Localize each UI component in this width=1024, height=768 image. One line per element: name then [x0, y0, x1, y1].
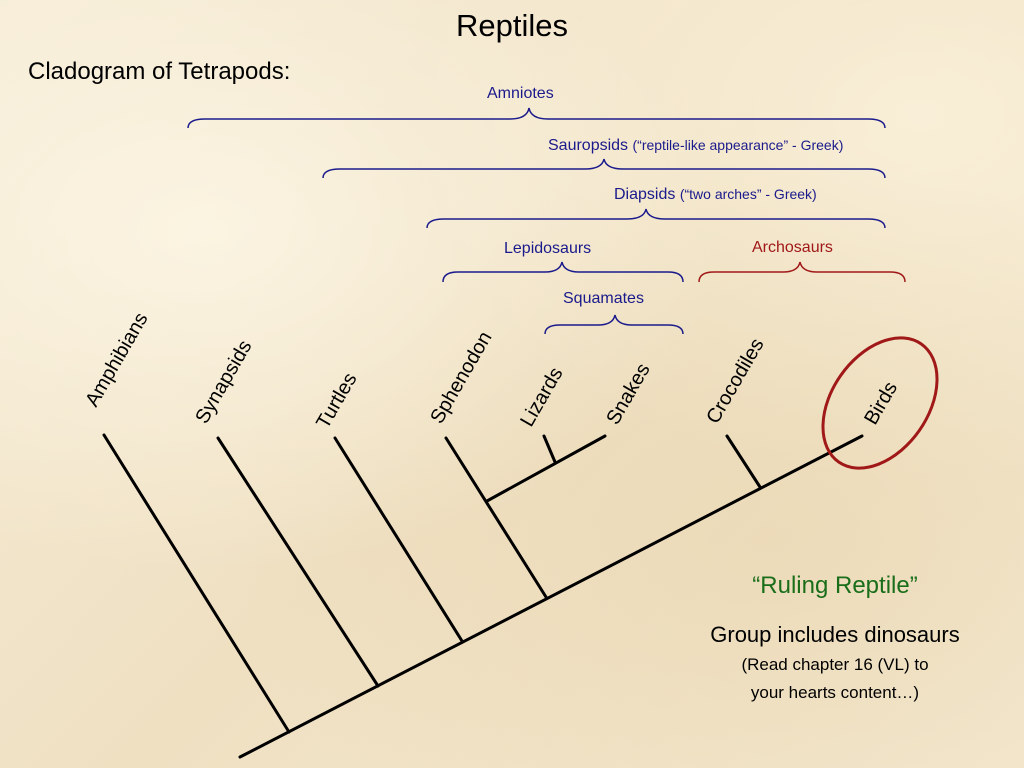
page-title: Reptiles	[456, 8, 568, 43]
lizards-branch	[542, 434, 557, 464]
archosaurs-brace	[698, 261, 906, 283]
crocodiles-branch	[725, 434, 762, 489]
lepidosaurs-brace	[442, 261, 684, 283]
sauropsids-label: Sauropsids (“reptile-like appearance” - …	[548, 137, 843, 155]
reading-note-line2: your hearts content…)	[750, 683, 920, 702]
sphenodon-branch	[444, 436, 548, 599]
synapsids-branch	[216, 436, 380, 688]
sauropsids-note: (“reptile-like appearance” - Greek)	[632, 137, 844, 153]
taxon-crocodiles: Crocodiles	[702, 335, 768, 428]
sauropsids-brace	[322, 158, 886, 179]
diapsids-label: Diapsids (“two arches” - Greek)	[614, 186, 817, 204]
diapsids-name: Diapsids	[614, 186, 676, 203]
taxon-turtles: Turtles	[312, 369, 361, 432]
taxon-snakes: Snakes	[602, 360, 654, 429]
squamates-node	[485, 434, 607, 503]
cladogram-subtitle: Cladogram of Tetrapods:	[28, 58, 291, 85]
sauropsids-name: Sauropsids	[548, 137, 629, 154]
lepidosaurs-label: Lepidosaurs	[504, 240, 592, 257]
archosaurs-label: Archosaurs	[752, 239, 833, 256]
reading-note-line1: (Read chapter 16 (VL) to	[741, 655, 929, 674]
squamates-label: Squamates	[563, 290, 644, 307]
taxon-birds: Birds	[860, 378, 902, 428]
dinosaurs-note: Group includes dinosaurs	[710, 622, 960, 647]
taxon-amphibians: Amphibians	[81, 309, 152, 411]
squamates-brace	[544, 314, 684, 335]
main-stem	[238, 434, 864, 759]
amniotes-label: Amniotes	[487, 85, 554, 102]
taxon-sphenodon: Sphenodon	[426, 328, 496, 428]
amniotes-brace	[187, 107, 886, 129]
amphibians-branch	[102, 433, 291, 734]
turtles-branch	[333, 436, 464, 643]
diapsids-brace	[426, 208, 886, 229]
ruling-reptile-text: “Ruling Reptile”	[752, 572, 918, 599]
diapsids-note: (“two arches” - Greek)	[679, 186, 817, 202]
taxon-lizards: Lizards	[516, 364, 567, 431]
taxon-synapsids: Synapsids	[191, 337, 256, 428]
birds-highlight-circle	[821, 336, 939, 470]
